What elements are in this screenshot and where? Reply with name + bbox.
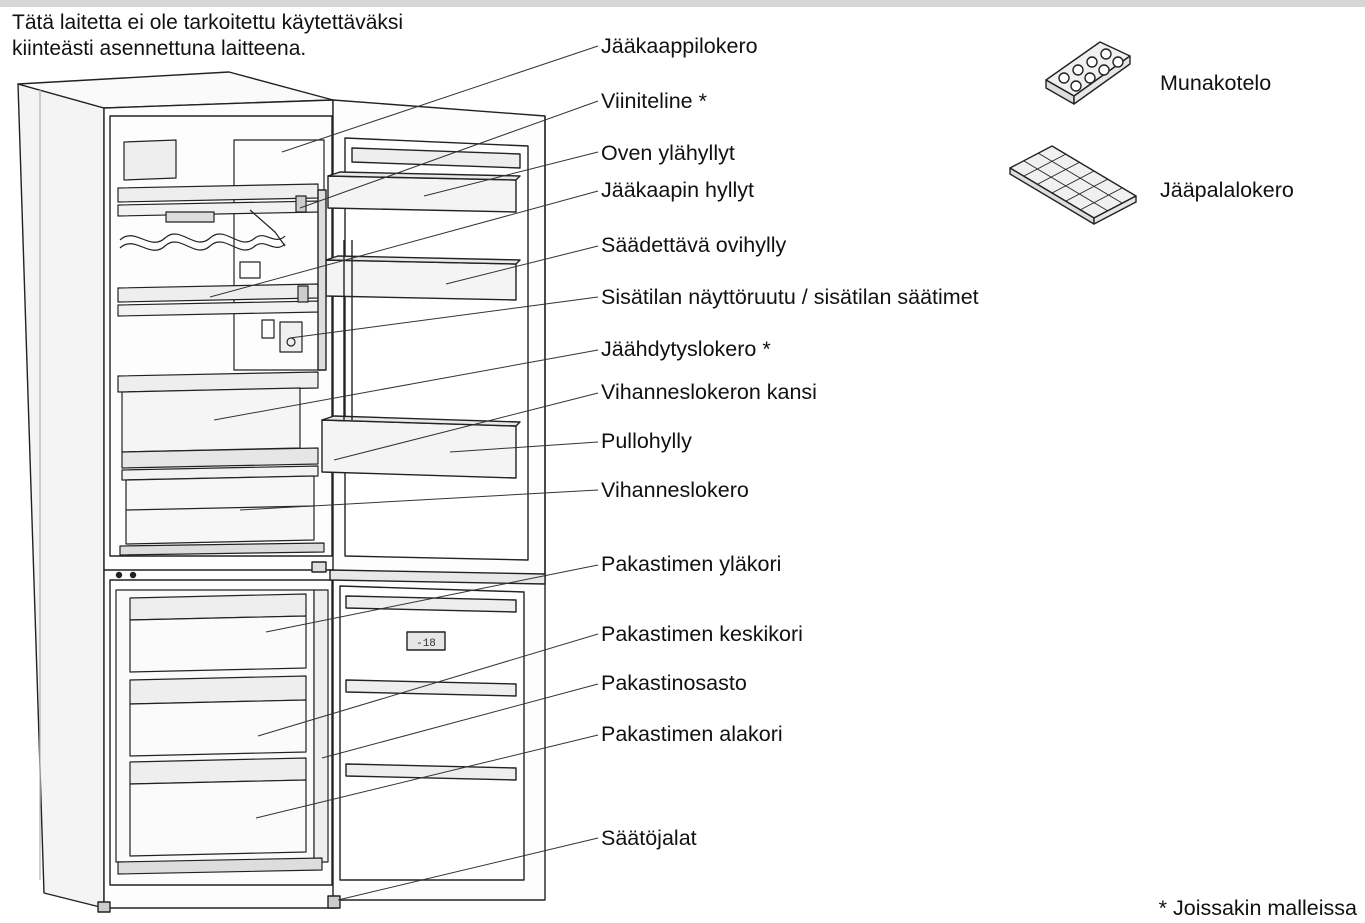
- label-saatojalat: Säätöjalat: [601, 826, 697, 850]
- leader-line-jaahdytyslokero: [213, 349, 599, 421]
- leader-line-saatojalat: [337, 837, 599, 901]
- leader-line-pakastimen-keskikori: [257, 633, 599, 737]
- label-pakastinosasto: Pakastinosasto: [601, 671, 747, 695]
- leader-line-pullohylly: [449, 441, 599, 453]
- adjustable-feet: [97, 895, 341, 913]
- leader-line-pakastinosasto: [321, 683, 599, 759]
- leader-line-saadettava-ovihylly: [445, 245, 599, 285]
- leader-line-jaakaapin-hyllyt: [209, 190, 599, 298]
- leader-line-jaakaappilokero: [281, 45, 599, 153]
- label-munakotelo: Munakotelo: [1160, 71, 1272, 95]
- leader-line-pakastimen-alakori: [255, 734, 599, 819]
- fridge-door: [317, 99, 546, 579]
- installation-note-line-1: Tätä laitetta ei ole tarkoitettu käytett…: [12, 11, 404, 34]
- installation-note: Tätä laitetta ei ole tarkoitettu käytett…: [12, 10, 403, 62]
- leader-line-naytto: [289, 296, 599, 339]
- leader-line-pakastimen-ylakori: [265, 564, 599, 633]
- leader-line-vihanneslokeron-kansi: [333, 392, 599, 461]
- leader-line-oven-ylahyllyt: [423, 151, 599, 197]
- label-jaahdytyslokero: Jäähdytyslokero *: [601, 337, 771, 361]
- label-naytto: Sisätilan näyttöruutu / sisätilan säätim…: [601, 285, 979, 309]
- label-pakastimen-ylakori: Pakastimen yläkori: [601, 552, 782, 576]
- fridge-interior: [117, 139, 325, 556]
- label-vihanneslokeron-kansi: Vihanneslokeron kansi: [601, 380, 817, 404]
- label-pullohylly: Pullohylly: [601, 429, 692, 453]
- label-vihanneslokero: Vihanneslokero: [601, 478, 749, 502]
- leader-line-vihanneslokero: [239, 489, 599, 511]
- footnote: * Joissakin malleissa: [1158, 896, 1357, 920]
- leader-lines: [209, 45, 599, 901]
- label-oven-ylahyllyt: Oven ylähyllyt: [601, 141, 735, 165]
- label-pakastimen-alakori: Pakastimen alakori: [601, 722, 783, 746]
- label-pakastimen-keskikori: Pakastimen keskikori: [601, 622, 803, 646]
- egg-tray-icon: [1045, 41, 1131, 105]
- leader-line-viiniteline: [299, 100, 599, 209]
- installation-note-line-2: kiinteästi asennettuna laitteena.: [12, 37, 307, 60]
- ice-cube-tray-icon: [1009, 145, 1137, 225]
- top-bar: [0, 0, 1365, 7]
- label-viiniteline: Viiniteline *: [601, 89, 707, 113]
- freezer-door: [311, 561, 546, 901]
- freezer-interior: [115, 589, 329, 875]
- label-saadettava-ovihylly: Säädettävä ovihylly: [601, 233, 787, 257]
- label-jaakaappilokero: Jääkaappilokero: [601, 34, 758, 58]
- label-jaakaapin-hyllyt: Jääkaapin hyllyt: [601, 178, 754, 202]
- label-jaapalalokero: Jääpalalokero: [1160, 178, 1294, 202]
- door-display-readout: -18: [416, 638, 436, 650]
